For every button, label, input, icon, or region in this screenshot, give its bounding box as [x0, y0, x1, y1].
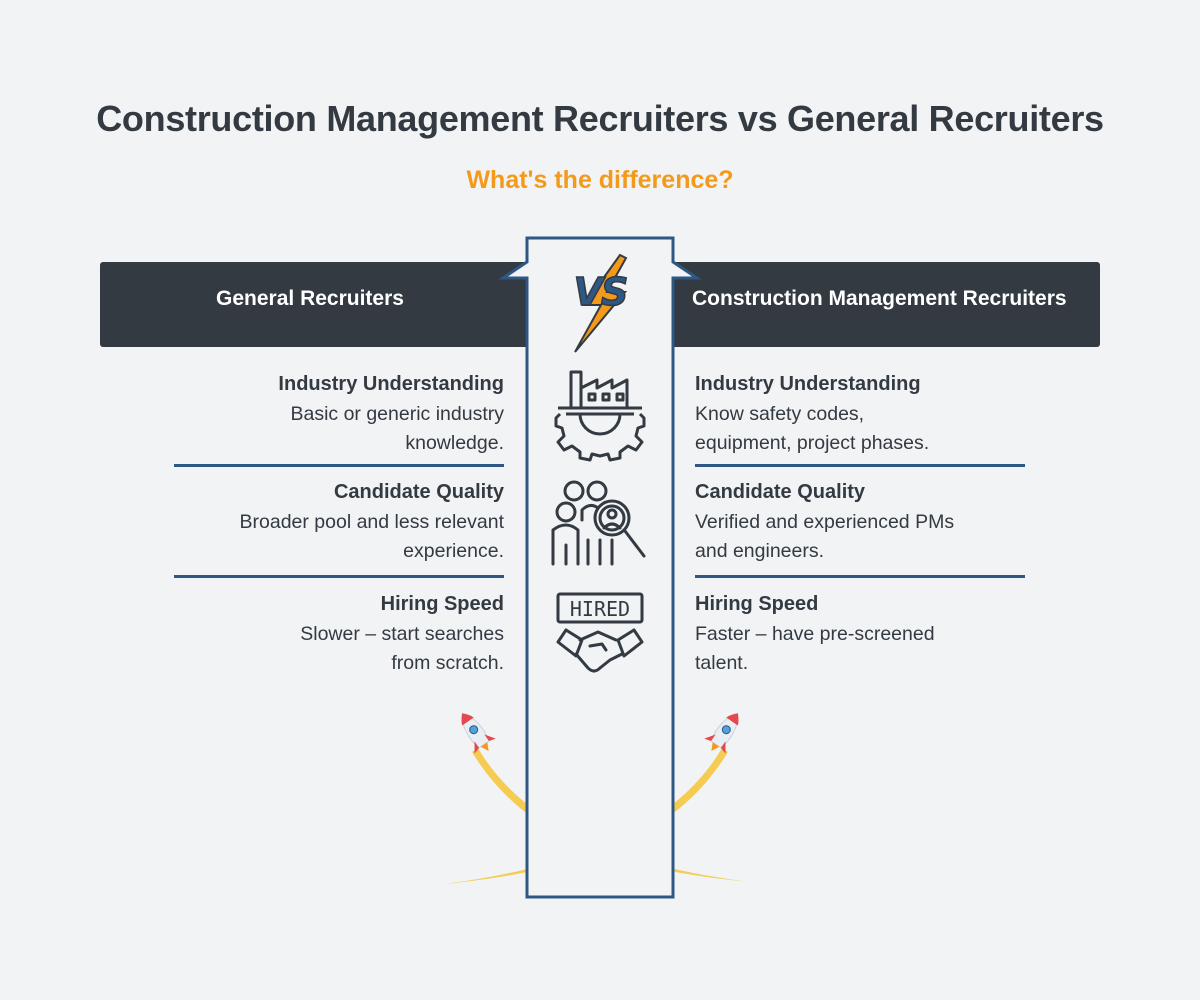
- right-row-desc-line1: Verified and experienced PMs: [695, 511, 955, 533]
- right-row-industry-understanding: Industry Understanding Know safety codes…: [695, 372, 1025, 458]
- right-row-heading: Hiring Speed: [695, 593, 819, 615]
- right-row-desc-line1: Know safety codes,: [695, 403, 865, 425]
- right-row-heading: Candidate Quality: [695, 481, 866, 503]
- factory-gear-icon: [554, 370, 646, 462]
- right-row-hiring-speed: Hiring Speed Faster – have pre-screened …: [695, 592, 1025, 678]
- rocket-right-icon: [704, 712, 739, 754]
- right-row-desc-line1: Faster – have pre-screened: [695, 623, 935, 645]
- right-divider: [695, 464, 1025, 467]
- left-row-heading: Industry Understanding: [278, 373, 504, 395]
- left-row-desc-line2: knowledge.: [405, 432, 504, 454]
- left-row-desc-line1: Broader pool and less relevant: [239, 511, 505, 533]
- right-divider: [695, 575, 1025, 578]
- left-row-industry-understanding: Industry Understanding Basic or generic …: [174, 372, 504, 458]
- left-row-hiring-speed: Hiring Speed Slower – start searches fro…: [174, 592, 504, 678]
- right-row-candidate-quality: Candidate Quality Verified and experienc…: [695, 480, 1025, 566]
- vs-badge-text: VS: [573, 269, 629, 315]
- right-row-desc-line2: equipment, project phases.: [695, 432, 930, 454]
- page-title: Construction Management Recruiters vs Ge…: [96, 98, 1104, 139]
- left-row-heading: Candidate Quality: [333, 481, 504, 503]
- left-divider: [174, 464, 504, 467]
- center-arrow-column: [498, 236, 702, 899]
- right-row-desc-line2: talent.: [695, 652, 749, 674]
- header-right-label: Construction Management Recruiters: [692, 287, 1067, 310]
- left-row-candidate-quality: Candidate Quality Broader pool and less …: [174, 480, 505, 566]
- left-row-desc-line1: Slower – start searches: [300, 623, 504, 645]
- right-row-heading: Industry Understanding: [695, 373, 921, 395]
- left-row-desc-line2: experience.: [403, 540, 504, 562]
- people-search-icon: [551, 480, 646, 566]
- rocket-left-icon: [461, 712, 496, 754]
- header-left-label: General Recruiters: [216, 287, 404, 310]
- vs-lightning-icon: [574, 253, 628, 353]
- left-row-heading: Hiring Speed: [380, 593, 504, 615]
- right-row-desc-line2: and engineers.: [695, 540, 825, 562]
- left-divider: [174, 575, 504, 578]
- svg-text:HIRED: HIRED: [570, 597, 630, 621]
- page-subtitle: What's the difference?: [466, 166, 734, 194]
- left-row-desc-line1: Basic or generic industry: [290, 403, 504, 425]
- hired-handshake-icon: HIRED: [556, 592, 644, 673]
- left-row-desc-line2: from scratch.: [391, 652, 504, 674]
